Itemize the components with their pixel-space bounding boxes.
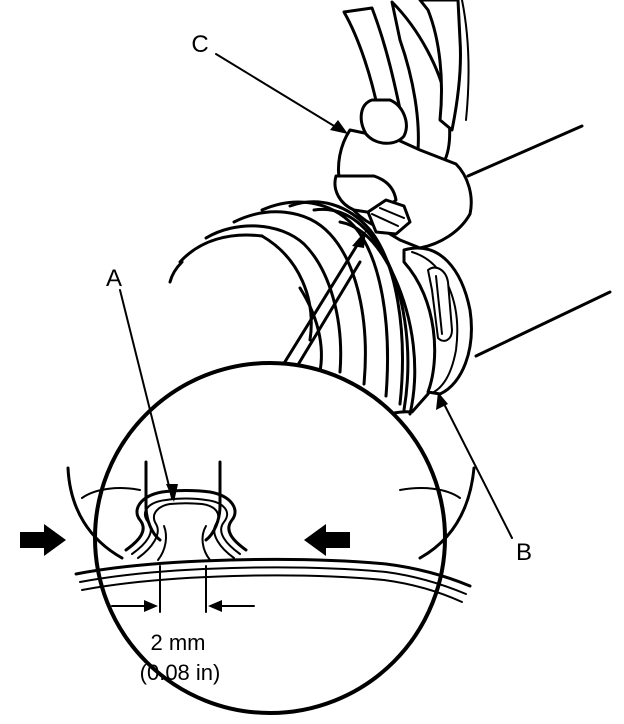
label-b: B: [516, 539, 532, 566]
label-a: A: [106, 265, 122, 292]
measurement-imperial: (0.08 in): [140, 660, 221, 685]
label-c: C: [191, 31, 208, 58]
measurement-metric: 2 mm: [151, 630, 206, 655]
arrow-left-icon: [304, 524, 350, 556]
crimping-tool: [333, 0, 473, 250]
boot-band: [402, 246, 473, 396]
arrow-right-icon: [20, 524, 66, 556]
label-leaders: [119, 53, 513, 539]
detail-magnifier: 2 mm (0.08 in): [66, 361, 476, 715]
axle-shaft: [466, 124, 612, 358]
cv-boot-bellows: [168, 200, 430, 442]
